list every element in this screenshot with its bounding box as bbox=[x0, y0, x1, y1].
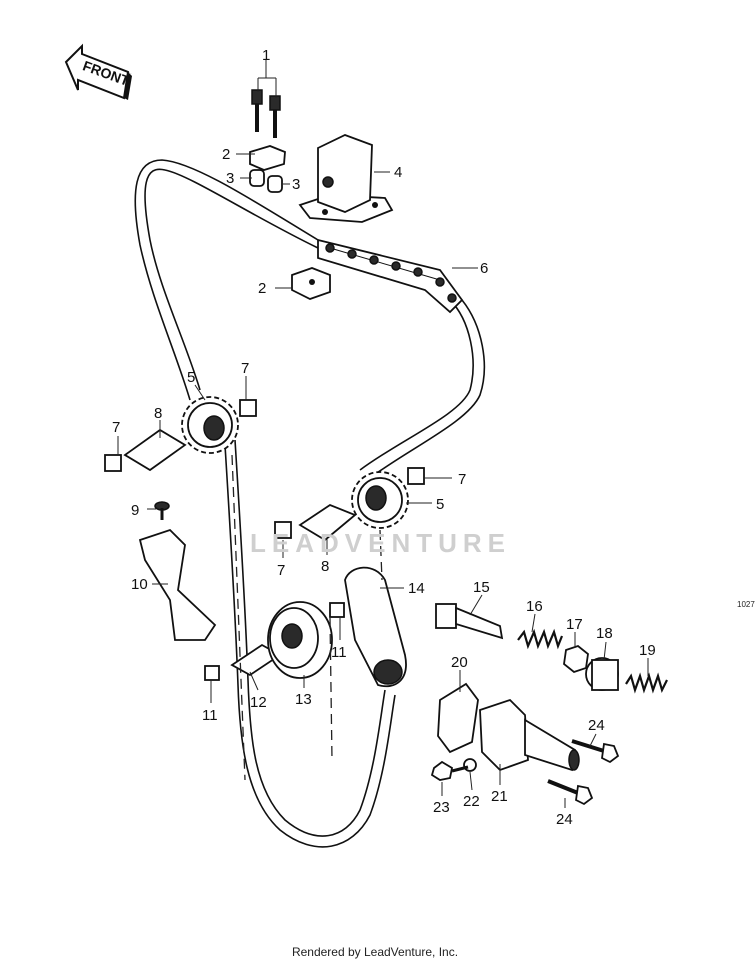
key-icon bbox=[239, 399, 257, 417]
damper-icon bbox=[123, 428, 187, 472]
callout-8: 8 bbox=[321, 558, 329, 575]
callout-5: 5 bbox=[436, 496, 444, 513]
callout-8: 8 bbox=[154, 405, 162, 422]
callout-12: 12 bbox=[250, 694, 267, 711]
footer-credit: Rendered by LeadVenture, Inc. bbox=[291, 945, 459, 959]
callout-16: 16 bbox=[526, 598, 543, 615]
washer-icon bbox=[463, 758, 477, 772]
tensioner-arm bbox=[344, 566, 407, 688]
collar-18-icon bbox=[585, 657, 619, 691]
callout-11: 11 bbox=[331, 644, 347, 661]
callout-24: 24 bbox=[556, 811, 573, 828]
collar-icon bbox=[249, 169, 265, 187]
callout-2: 2 bbox=[222, 146, 230, 163]
nut-icon bbox=[563, 644, 589, 674]
sprocket-icon bbox=[351, 471, 409, 529]
flange-bolt-icon bbox=[571, 739, 620, 764]
screw-icon bbox=[154, 501, 170, 520]
callout-3: 3 bbox=[292, 176, 300, 193]
callout-4: 4 bbox=[394, 164, 402, 181]
flange-bolt-icon bbox=[430, 760, 469, 781]
leader-lines bbox=[117, 60, 649, 808]
callout-7: 7 bbox=[458, 471, 466, 488]
flange-bolt-icon bbox=[547, 779, 594, 806]
pulley-icon bbox=[267, 601, 333, 679]
callout-24: 24 bbox=[588, 717, 605, 734]
tensioner-bolt-icon bbox=[435, 603, 504, 640]
chain-links bbox=[317, 238, 464, 314]
callout-17: 17 bbox=[566, 616, 583, 633]
callout-23: 23 bbox=[433, 799, 450, 816]
callout-15: 15 bbox=[473, 579, 490, 596]
callout-13: 13 bbox=[295, 691, 312, 708]
callout-21: 21 bbox=[491, 788, 508, 805]
bolt-icon bbox=[251, 89, 281, 138]
guide-arm bbox=[138, 528, 217, 641]
side-code: 1027 bbox=[737, 600, 755, 609]
timing-chain bbox=[134, 159, 486, 848]
sprocket-icon bbox=[181, 396, 239, 454]
key-icon bbox=[407, 467, 425, 485]
callout-22: 22 bbox=[463, 793, 480, 810]
callout-19: 19 bbox=[639, 642, 656, 659]
callout-1: 1 bbox=[262, 47, 270, 64]
callout-7: 7 bbox=[112, 419, 120, 436]
tensioner-body bbox=[479, 698, 580, 772]
front-arrow-icon: FRONT bbox=[64, 43, 132, 100]
key-icon bbox=[274, 521, 292, 539]
callout-9: 9 bbox=[131, 502, 139, 519]
chain-guide-bracket bbox=[298, 134, 394, 223]
spring-19-icon bbox=[625, 672, 668, 694]
callout-5: 5 bbox=[187, 369, 195, 386]
callout-6: 6 bbox=[480, 260, 488, 277]
callout-10: 10 bbox=[131, 576, 148, 593]
collar-icon bbox=[267, 175, 283, 193]
key-icon bbox=[204, 665, 220, 681]
callout-20: 20 bbox=[451, 654, 468, 671]
callout-2: 2 bbox=[258, 280, 266, 297]
damper-icon bbox=[298, 503, 357, 542]
callout-7: 7 bbox=[241, 360, 249, 377]
gasket-icon bbox=[437, 682, 479, 754]
callout-7: 7 bbox=[277, 562, 285, 579]
callout-3: 3 bbox=[226, 170, 234, 187]
key-icon bbox=[104, 454, 122, 472]
key-icon bbox=[329, 602, 345, 618]
spring-icon bbox=[517, 628, 564, 650]
callout-18: 18 bbox=[596, 625, 613, 642]
callout-14: 14 bbox=[408, 580, 425, 597]
callout-11: 11 bbox=[202, 707, 218, 724]
watermark: LEADVENTURE bbox=[250, 528, 512, 558]
plate-icon bbox=[249, 145, 286, 171]
